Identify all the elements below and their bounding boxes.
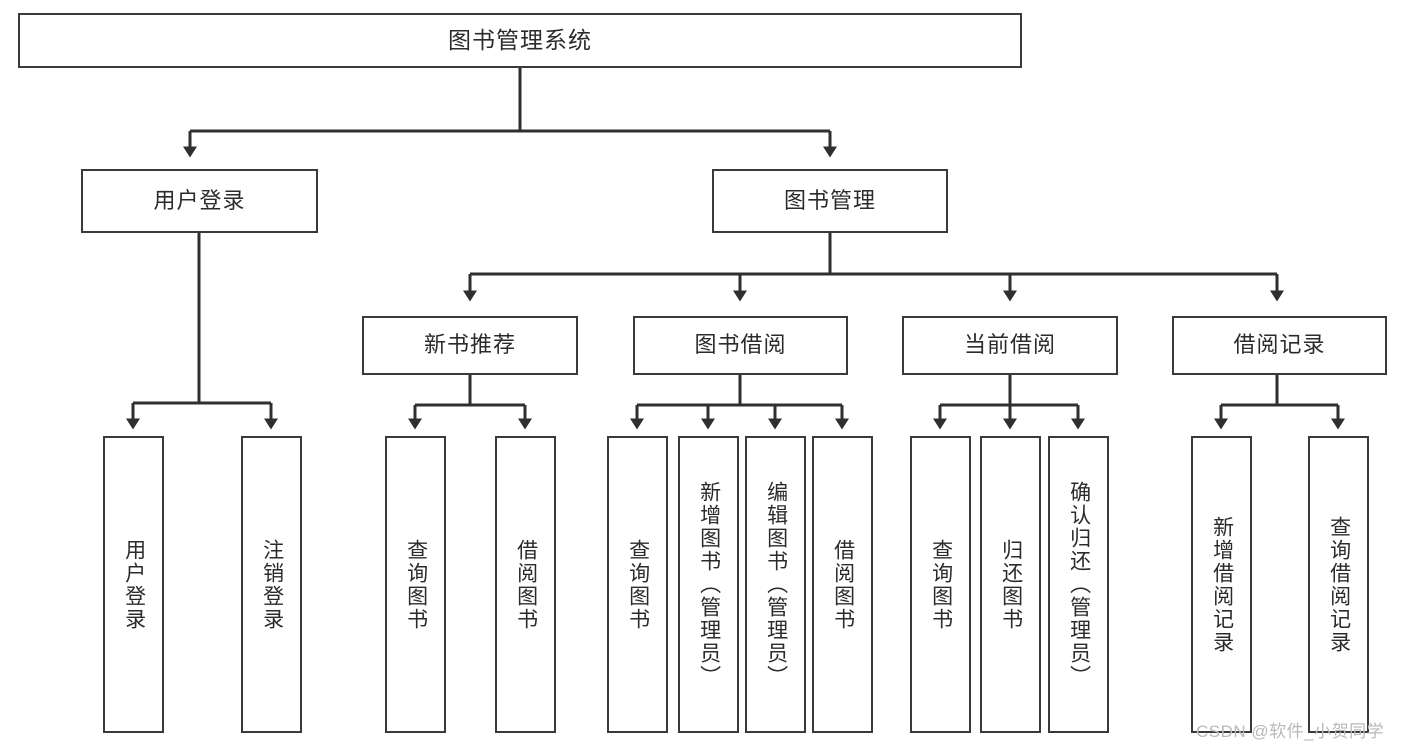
- node-label: 查询图书: [404, 538, 428, 631]
- leaf-current-borrow-confirm-return-admin[interactable]: 确认归还（管理员）: [1048, 436, 1109, 733]
- leaf-book-borrow-borrow-book[interactable]: 借阅图书: [812, 436, 873, 733]
- node-book-borrow[interactable]: 图书借阅: [633, 316, 848, 375]
- node-label: 新书推荐: [423, 332, 516, 358]
- leaf-user-login-login[interactable]: 用户登录: [103, 436, 164, 733]
- leaf-borrow-record-add-record[interactable]: 新增借阅记录: [1191, 436, 1252, 733]
- node-label: 新增借阅记录: [1210, 515, 1234, 654]
- node-label: 图书管理: [783, 187, 876, 213]
- node-label: 归还图书: [999, 538, 1023, 631]
- node-user-login[interactable]: 用户登录: [81, 169, 318, 233]
- leaf-new-book-query-book[interactable]: 查询图书: [385, 436, 446, 733]
- node-label: 用户登录: [122, 538, 146, 631]
- node-root-book-management-system[interactable]: 图书管理系统: [18, 13, 1022, 68]
- node-borrow-record[interactable]: 借阅记录: [1172, 316, 1387, 375]
- node-current-borrow[interactable]: 当前借阅: [902, 316, 1118, 375]
- node-label: 确认归还（管理员）: [1067, 481, 1091, 688]
- leaf-new-book-borrow-book[interactable]: 借阅图书: [495, 436, 556, 733]
- node-label: 查询图书: [626, 538, 650, 631]
- node-label: 编辑图书（管理员）: [764, 481, 788, 688]
- node-label: 查询图书: [929, 538, 953, 631]
- node-label: 借阅图书: [831, 538, 855, 631]
- watermark-text: CSDN @软件_小贺同学: [1196, 722, 1385, 741]
- leaf-user-login-logout[interactable]: 注销登录: [241, 436, 302, 733]
- node-book-management[interactable]: 图书管理: [712, 169, 948, 233]
- node-label: 借阅记录: [1233, 332, 1326, 358]
- leaf-book-borrow-query-book[interactable]: 查询图书: [607, 436, 668, 733]
- node-label: 借阅图书: [514, 538, 538, 631]
- node-label: 图书借阅: [694, 332, 787, 358]
- node-new-book-recommend[interactable]: 新书推荐: [362, 316, 578, 375]
- leaf-book-borrow-add-book-admin[interactable]: 新增图书（管理员）: [678, 436, 739, 733]
- node-label: 查询借阅记录: [1327, 515, 1351, 654]
- node-label: 新增图书（管理员）: [697, 481, 721, 688]
- node-label: 当前借阅: [963, 332, 1056, 358]
- node-label: 注销登录: [260, 538, 284, 631]
- node-label: 图书管理系统: [448, 26, 592, 53]
- leaf-current-borrow-return-book[interactable]: 归还图书: [980, 436, 1041, 733]
- leaf-current-borrow-query-book[interactable]: 查询图书: [910, 436, 971, 733]
- leaf-borrow-record-query-record[interactable]: 查询借阅记录: [1308, 436, 1369, 733]
- node-label: 用户登录: [153, 187, 246, 213]
- leaf-book-borrow-edit-book-admin[interactable]: 编辑图书（管理员）: [745, 436, 806, 733]
